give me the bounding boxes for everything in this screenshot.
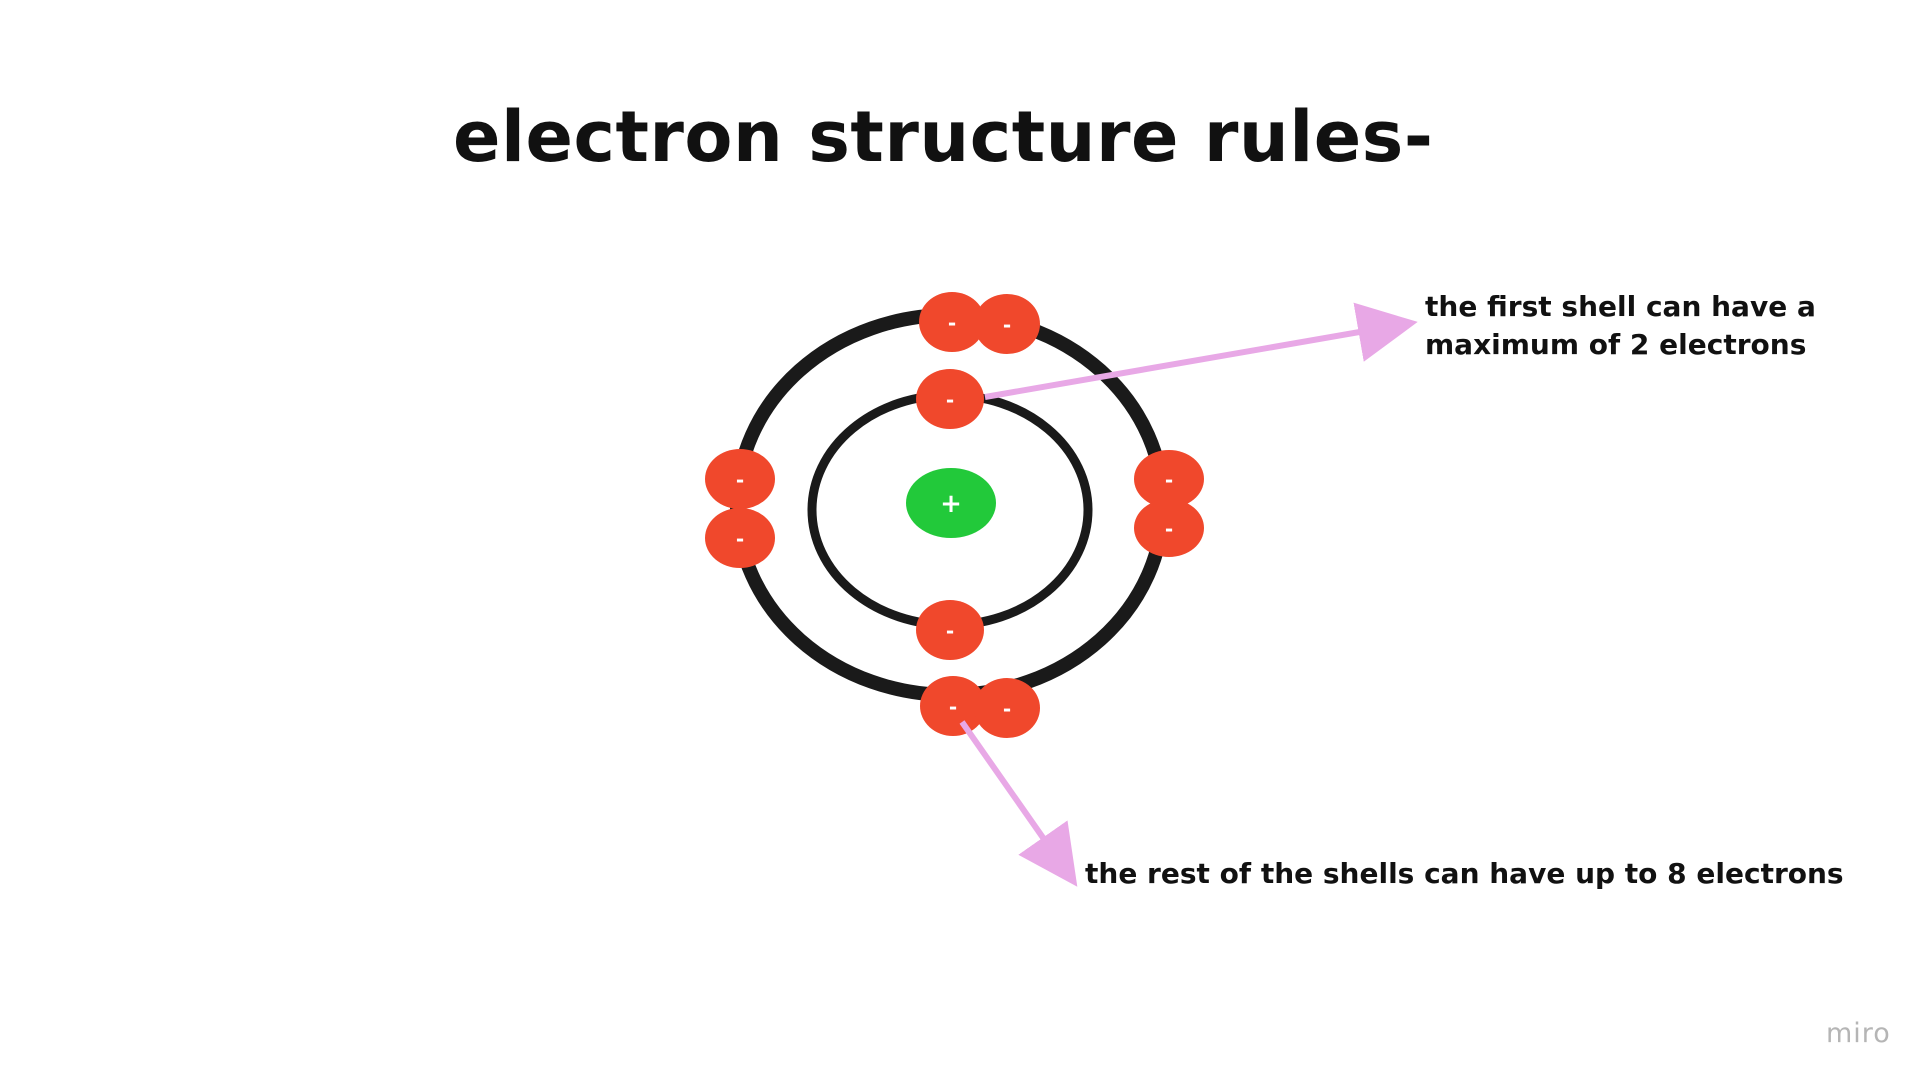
nucleus: +	[906, 468, 996, 538]
first-shell-annotation-line1: the first shell can have a	[1425, 290, 1816, 323]
nucleus-sign: +	[940, 489, 962, 519]
electron: -	[916, 600, 984, 660]
electron: -	[920, 676, 986, 736]
electron: -	[705, 449, 775, 509]
electron: -	[1134, 450, 1204, 508]
electron-sign: -	[736, 468, 744, 492]
electron-sign: -	[1003, 697, 1011, 721]
electron: -	[705, 508, 775, 568]
electron-sign: -	[1165, 517, 1173, 541]
electron-sign: -	[946, 619, 954, 643]
first-shell-arrow	[984, 302, 1418, 400]
electron-sign: -	[736, 527, 744, 551]
electron: -	[1134, 499, 1204, 557]
page-title: electron structure rules-	[453, 96, 1434, 178]
first-shell-annotation-line2: maximum of 2 electrons	[1425, 328, 1807, 361]
electron-sign: -	[946, 388, 954, 412]
electron: -	[919, 292, 985, 352]
miro-watermark: miro	[1826, 1018, 1891, 1049]
electron: -	[916, 369, 984, 429]
electron-sign: -	[949, 695, 957, 719]
rest-shells-annotation: the rest of the shells can have up to 8 …	[1085, 857, 1844, 890]
electron-sign: -	[1003, 313, 1011, 337]
electron-sign: -	[1165, 468, 1173, 492]
first-shell-annotation: the first shell can have a maximum of 2 …	[1425, 288, 1816, 364]
electron: -	[974, 678, 1040, 738]
electron-sign: -	[948, 311, 956, 335]
rest-shells-arrow	[959, 720, 1078, 887]
electron: -	[974, 294, 1040, 354]
